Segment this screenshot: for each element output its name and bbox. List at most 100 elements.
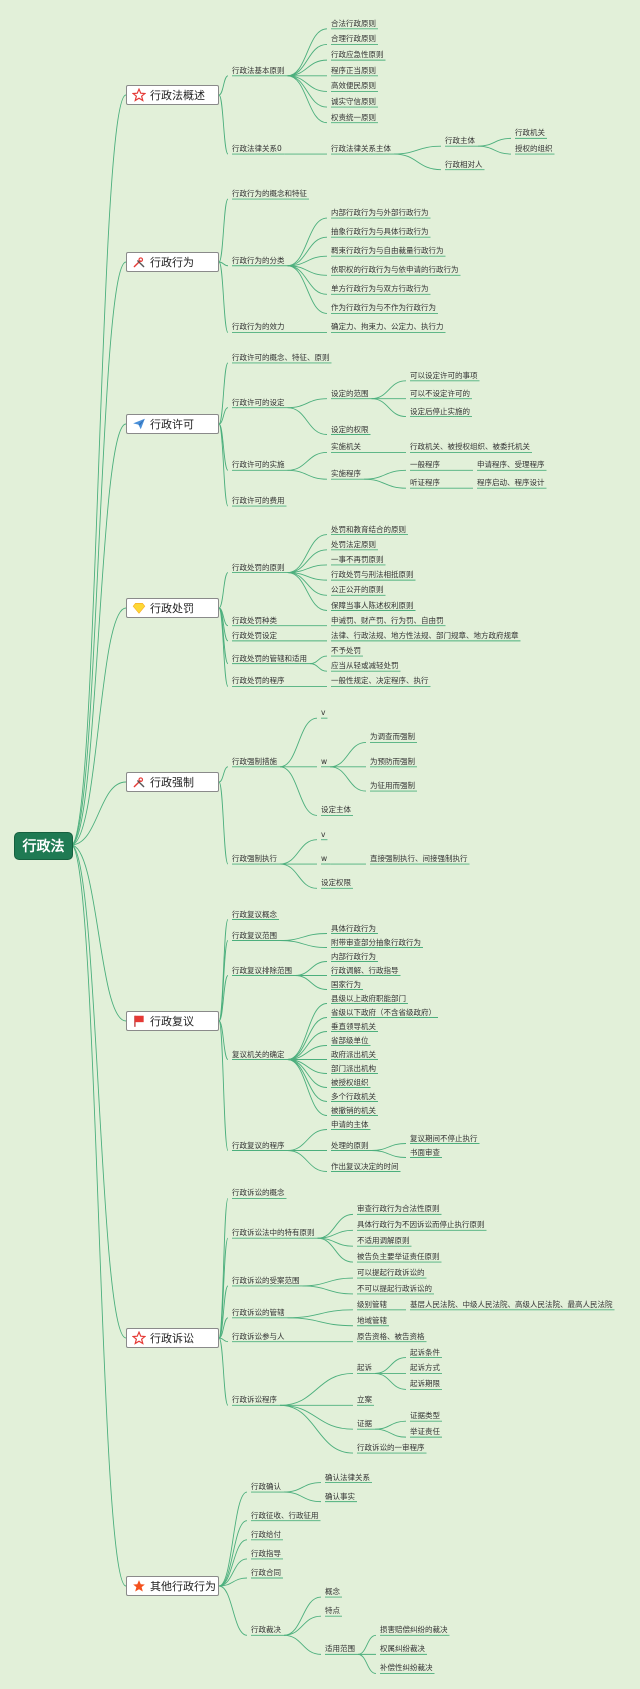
topic-level-4[interactable]: 直接强制执行、间接强制执行 <box>370 854 468 864</box>
topic-level-2[interactable]: 行政行为的效力 <box>232 322 285 332</box>
topic-level-3[interactable]: 被撤销的机关 <box>331 1105 376 1115</box>
topic-level-3[interactable]: 诚实守信原则 <box>331 97 376 107</box>
topic-level-2[interactable]: 行政指导 <box>251 1548 281 1558</box>
topic-level-4[interactable]: 听证程序 <box>410 478 440 488</box>
topic-level-3[interactable]: 一般性规定、决定程序、执行 <box>331 676 429 686</box>
branch-1[interactable]: 行政法概述 <box>126 85 219 105</box>
topic-level-2[interactable]: 行政行为的概念和特征 <box>232 189 307 199</box>
topic-level-3[interactable]: 保障当事人陈述权利原则 <box>331 600 414 610</box>
topic-level-4[interactable]: 权属纠纷裁决 <box>380 1644 425 1654</box>
topic-level-3[interactable]: 行政法律关系主体 <box>331 144 391 154</box>
branch-4[interactable]: 行政处罚 <box>126 598 219 618</box>
topic-level-3[interactable]: 具体行政行为不因诉讼而停止执行原则 <box>357 1220 485 1230</box>
topic-level-2[interactable]: 行政许可的设定 <box>232 397 285 407</box>
topic-level-3[interactable]: 确认事实 <box>325 1491 355 1501</box>
topic-level-3[interactable]: 内部行政行为 <box>331 951 376 961</box>
root-node[interactable]: 行政法 <box>14 832 73 860</box>
topic-level-3[interactable]: 被授权组织 <box>331 1077 369 1087</box>
topic-level-4[interactable]: 损害赔偿纠纷的裁决 <box>380 1625 448 1635</box>
topic-level-2[interactable]: 行政诉讼法中的特有原则 <box>232 1228 315 1238</box>
topic-level-3[interactable]: 依职权的行政行为与依申请的行政行为 <box>331 265 459 275</box>
branch-2[interactable]: 行政行为 <box>126 252 219 272</box>
topic-level-2[interactable]: 行政处罚的原则 <box>232 562 285 572</box>
topic-level-3[interactable]: 实施机关 <box>331 442 361 452</box>
topic-level-3[interactable]: 不适用调解原则 <box>357 1236 410 1246</box>
topic-level-2[interactable]: 行政许可的概念、特征、原则 <box>232 352 330 362</box>
topic-level-3[interactable]: 处罚和教育结合的原则 <box>331 524 406 534</box>
topic-level-4[interactable]: 可以不设定许可的 <box>410 388 470 398</box>
branch-3[interactable]: 行政许可 <box>126 414 219 434</box>
topic-level-3[interactable]: 审查行政行为合法性原则 <box>357 1204 440 1214</box>
topic-level-4[interactable]: 为预防而强制 <box>370 756 415 766</box>
topic-level-4[interactable]: 起诉条件 <box>410 1347 440 1357</box>
topic-level-4[interactable]: 补偿性纠纷裁决 <box>380 1663 433 1673</box>
topic-level-3[interactable]: 程序正当原则 <box>331 65 376 75</box>
topic-level-3[interactable]: 地域管辖 <box>357 1315 387 1325</box>
topic-level-3[interactable]: 申诫罚、财产罚、行为罚、自由罚 <box>331 615 444 625</box>
topic-level-3[interactable]: v <box>321 829 326 839</box>
topic-level-5[interactable]: 程序启动、程序设计 <box>477 478 545 488</box>
topic-level-3[interactable]: 作出复议决定的时间 <box>331 1161 399 1171</box>
topic-level-4[interactable]: 为调查而强制 <box>370 732 415 742</box>
topic-level-2[interactable]: 行政复议排除范围 <box>232 965 292 975</box>
topic-level-3[interactable]: 申请的主体 <box>331 1119 369 1129</box>
topic-level-2[interactable]: 行政诉讼的管辖 <box>232 1307 285 1317</box>
topic-level-4[interactable]: 证据类型 <box>410 1411 440 1421</box>
topic-level-3[interactable]: 作为行政行为与不作为行政行为 <box>331 303 436 313</box>
topic-level-2[interactable]: 行政诉讼的受案范围 <box>232 1275 300 1285</box>
topic-level-3[interactable]: v <box>321 708 326 718</box>
topic-level-3[interactable]: 立案 <box>357 1395 372 1405</box>
topic-level-3[interactable]: 附带审查部分抽象行政行为 <box>331 937 421 947</box>
branch-7[interactable]: 行政诉讼 <box>126 1328 219 1348</box>
topic-level-3[interactable]: 设定权限 <box>321 878 351 888</box>
topic-level-3[interactable]: 省部级单位 <box>331 1035 369 1045</box>
topic-level-3[interactable]: 应当从轻或减轻处罚 <box>331 661 399 671</box>
topic-level-4[interactable]: 一般程序 <box>410 460 440 470</box>
topic-level-2[interactable]: 行政处罚种类 <box>232 615 277 625</box>
topic-level-2[interactable]: 行政给付 <box>251 1529 281 1539</box>
topic-level-3[interactable]: 确定力、拘束力、公定力、执行力 <box>331 322 444 332</box>
topic-level-3[interactable]: 公正公开的原则 <box>331 585 384 595</box>
topic-level-3[interactable]: 垂直领导机关 <box>331 1021 376 1031</box>
topic-level-3[interactable]: 被告负主要举证责任原则 <box>357 1252 440 1262</box>
topic-level-3[interactable]: 适用范围 <box>325 1644 355 1654</box>
topic-level-2[interactable]: 行政复议范围 <box>232 930 277 940</box>
topic-level-2[interactable]: 行政征收、行政征用 <box>251 1510 319 1520</box>
topic-level-4[interactable]: 行政机关、被授权组织、被委托机关 <box>410 442 530 452</box>
topic-level-4[interactable]: 举证责任 <box>410 1427 440 1437</box>
topic-level-3[interactable]: 处罚法定原则 <box>331 539 376 549</box>
topic-level-3[interactable]: 实施程序 <box>331 469 361 479</box>
topic-level-3[interactable]: 单方行政行为与双方行政行为 <box>331 284 429 294</box>
topic-level-4[interactable]: 为征用而强制 <box>370 781 415 791</box>
topic-level-3[interactable]: 行政诉讼的一审程序 <box>357 1443 425 1453</box>
topic-level-3[interactable]: 政府派出机关 <box>331 1049 376 1059</box>
topic-level-3[interactable]: 确认法律关系 <box>325 1472 370 1482</box>
topic-level-3[interactable]: 部门派出机构 <box>331 1063 376 1073</box>
topic-level-3[interactable]: w <box>321 756 328 766</box>
topic-level-2[interactable]: 行政行为的分类 <box>232 255 285 265</box>
topic-level-4[interactable]: 行政相对人 <box>445 159 483 169</box>
topic-level-3[interactable]: 抽象行政行为与具体行政行为 <box>331 227 429 237</box>
topic-level-3[interactable]: 合理行政原则 <box>331 34 376 44</box>
topic-level-3[interactable]: 行政应急性原则 <box>331 50 384 60</box>
topic-level-2[interactable]: 行政强制执行 <box>232 854 277 864</box>
topic-level-2[interactable]: 行政复议的程序 <box>232 1140 285 1150</box>
topic-level-3[interactable]: 一事不再罚原则 <box>331 554 384 564</box>
topic-level-2[interactable]: 行政许可的实施 <box>232 460 285 470</box>
topic-level-3[interactable]: 可以提起行政诉讼的 <box>357 1268 425 1277</box>
topic-level-2[interactable]: 行政处罚设定 <box>232 630 277 640</box>
topic-level-3[interactable]: 级别管辖 <box>357 1299 387 1309</box>
topic-level-3[interactable]: 行政调解、行政指导 <box>331 965 399 975</box>
branch-8[interactable]: 其他行政行为 <box>126 1576 219 1596</box>
topic-level-3[interactable]: 不予处罚 <box>331 646 361 656</box>
topic-level-3[interactable]: 具体行政行为 <box>331 923 376 933</box>
topic-level-3[interactable]: 多个行政机关 <box>331 1091 376 1101</box>
topic-level-4[interactable]: 起诉期限 <box>410 1379 440 1389</box>
topic-level-3[interactable]: 概念 <box>325 1587 340 1597</box>
topic-level-4[interactable]: 可以设定许可的事项 <box>410 370 478 380</box>
topic-level-4[interactable]: 起诉方式 <box>410 1363 440 1373</box>
topic-level-3[interactable]: 高效便民原则 <box>331 81 376 91</box>
topic-level-2[interactable]: 行政法基本原则 <box>232 65 285 75</box>
topic-level-2[interactable]: 行政裁决 <box>251 1625 281 1635</box>
topic-level-4[interactable]: 复议期间不停止执行 <box>410 1133 478 1143</box>
